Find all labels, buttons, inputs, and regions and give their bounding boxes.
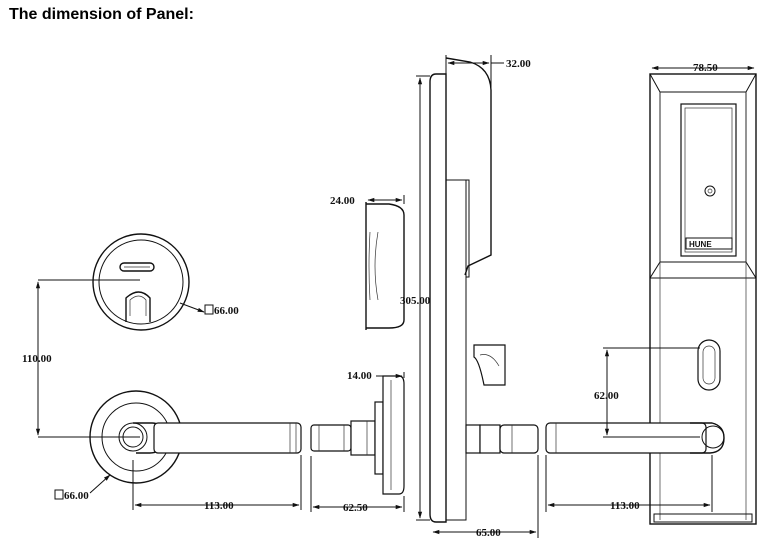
- neck-length-label: 62.50: [343, 502, 368, 514]
- panel-side-view: [429, 57, 539, 523]
- panel-width-label: 78.50: [693, 62, 718, 74]
- knob-depth-label: 24.00: [330, 195, 355, 207]
- panel-height-label: 305.00: [400, 295, 431, 307]
- panel-thickness-label: 32.00: [506, 58, 531, 70]
- lever-back-view: [545, 422, 725, 454]
- total-depth-label: 65.00: [476, 527, 501, 539]
- lever-side-view: [310, 375, 405, 495]
- card-brand-label: HUNE: [689, 240, 712, 249]
- lever-front-view: [89, 390, 302, 484]
- page-title: The dimension of Panel:: [9, 6, 194, 23]
- panel-back-view: HUNE: [649, 73, 757, 525]
- knob-side-view: [365, 202, 405, 330]
- lever-length-back-label: 113.00: [610, 500, 640, 512]
- lever-rose-diameter-label: 66.00: [64, 490, 89, 502]
- lever-length-front-label: 113.00: [204, 500, 234, 512]
- knob-to-lever-label: 110.00: [22, 353, 52, 365]
- keyhole-to-lever-label: 62.00: [594, 390, 619, 402]
- rose-diameter-label: 66.00: [214, 305, 239, 317]
- rose-thickness-label: 14.00: [347, 370, 372, 382]
- knob-front-view: [92, 233, 190, 331]
